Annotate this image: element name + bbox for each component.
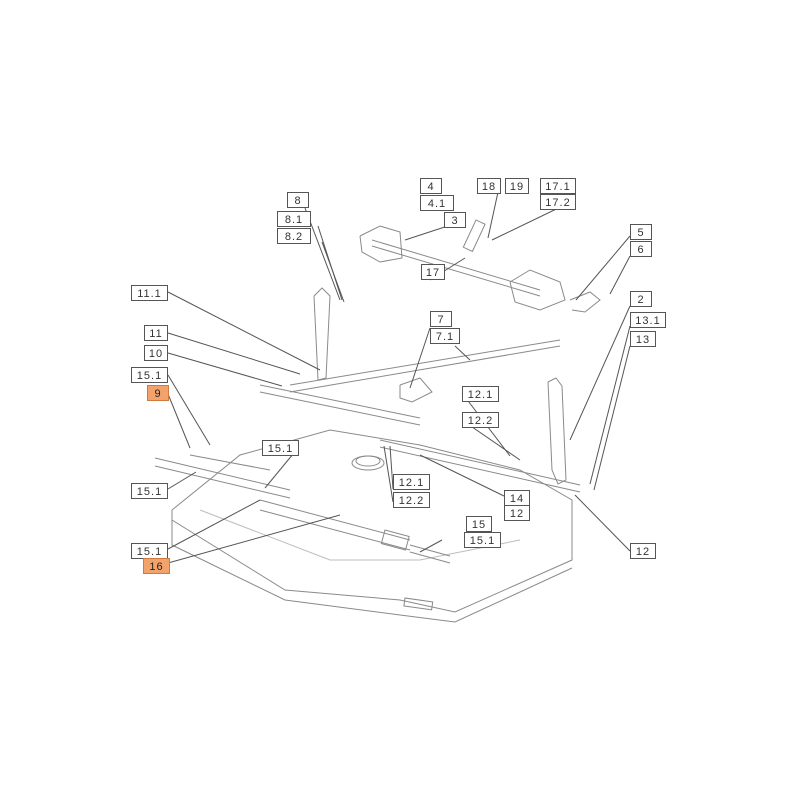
callout-15-1-a: 15.1	[131, 367, 168, 383]
callout-8-1: 8.1	[277, 211, 311, 227]
callout-15-1-e: 15.1	[131, 543, 168, 559]
callout-15-1-b: 15.1	[131, 483, 168, 499]
callout-7: 7	[430, 311, 452, 327]
callout-17: 17	[421, 264, 445, 280]
callout-6: 6	[630, 241, 652, 257]
callout-13: 13	[630, 331, 656, 347]
callout-8: 8	[287, 192, 309, 208]
callout-12-a: 12	[504, 505, 530, 521]
callout-15-1-d: 15.1	[464, 532, 501, 548]
deck-plate	[171, 429, 573, 623]
callout-10: 10	[144, 345, 168, 361]
callout-12-b: 12	[630, 543, 656, 559]
callout-4-1: 4.1	[420, 195, 454, 211]
callout-12-2-b: 12.2	[393, 492, 430, 508]
callout-15: 15	[466, 516, 492, 532]
callout-17-2: 17.2	[540, 194, 576, 210]
lever-arms	[313, 287, 567, 485]
callout-8-2: 8.2	[277, 228, 311, 244]
callout-11-1: 11.1	[131, 285, 168, 301]
callout-2: 2	[630, 291, 652, 307]
callout-15-1-c: 15.1	[262, 440, 299, 456]
callout-14: 14	[504, 490, 530, 506]
callout-17-1: 17.1	[540, 178, 576, 194]
callout-19: 19	[505, 178, 529, 194]
callout-3: 3	[444, 212, 466, 228]
callout-11: 11	[144, 325, 168, 341]
callout-7-1: 7.1	[430, 328, 460, 344]
callout-16-highlighted: 16	[143, 558, 170, 574]
rods	[154, 339, 581, 564]
callout-18: 18	[477, 178, 501, 194]
callout-12-1-b: 12.1	[393, 474, 430, 490]
callout-4: 4	[420, 178, 442, 194]
callout-12-2-a: 12.2	[462, 412, 499, 428]
callout-12-1-a: 12.1	[462, 386, 499, 402]
callout-13-1: 13.1	[630, 312, 666, 328]
callout-5: 5	[630, 224, 652, 240]
callout-9-highlighted: 9	[147, 385, 169, 401]
upper-shaft	[359, 219, 601, 313]
